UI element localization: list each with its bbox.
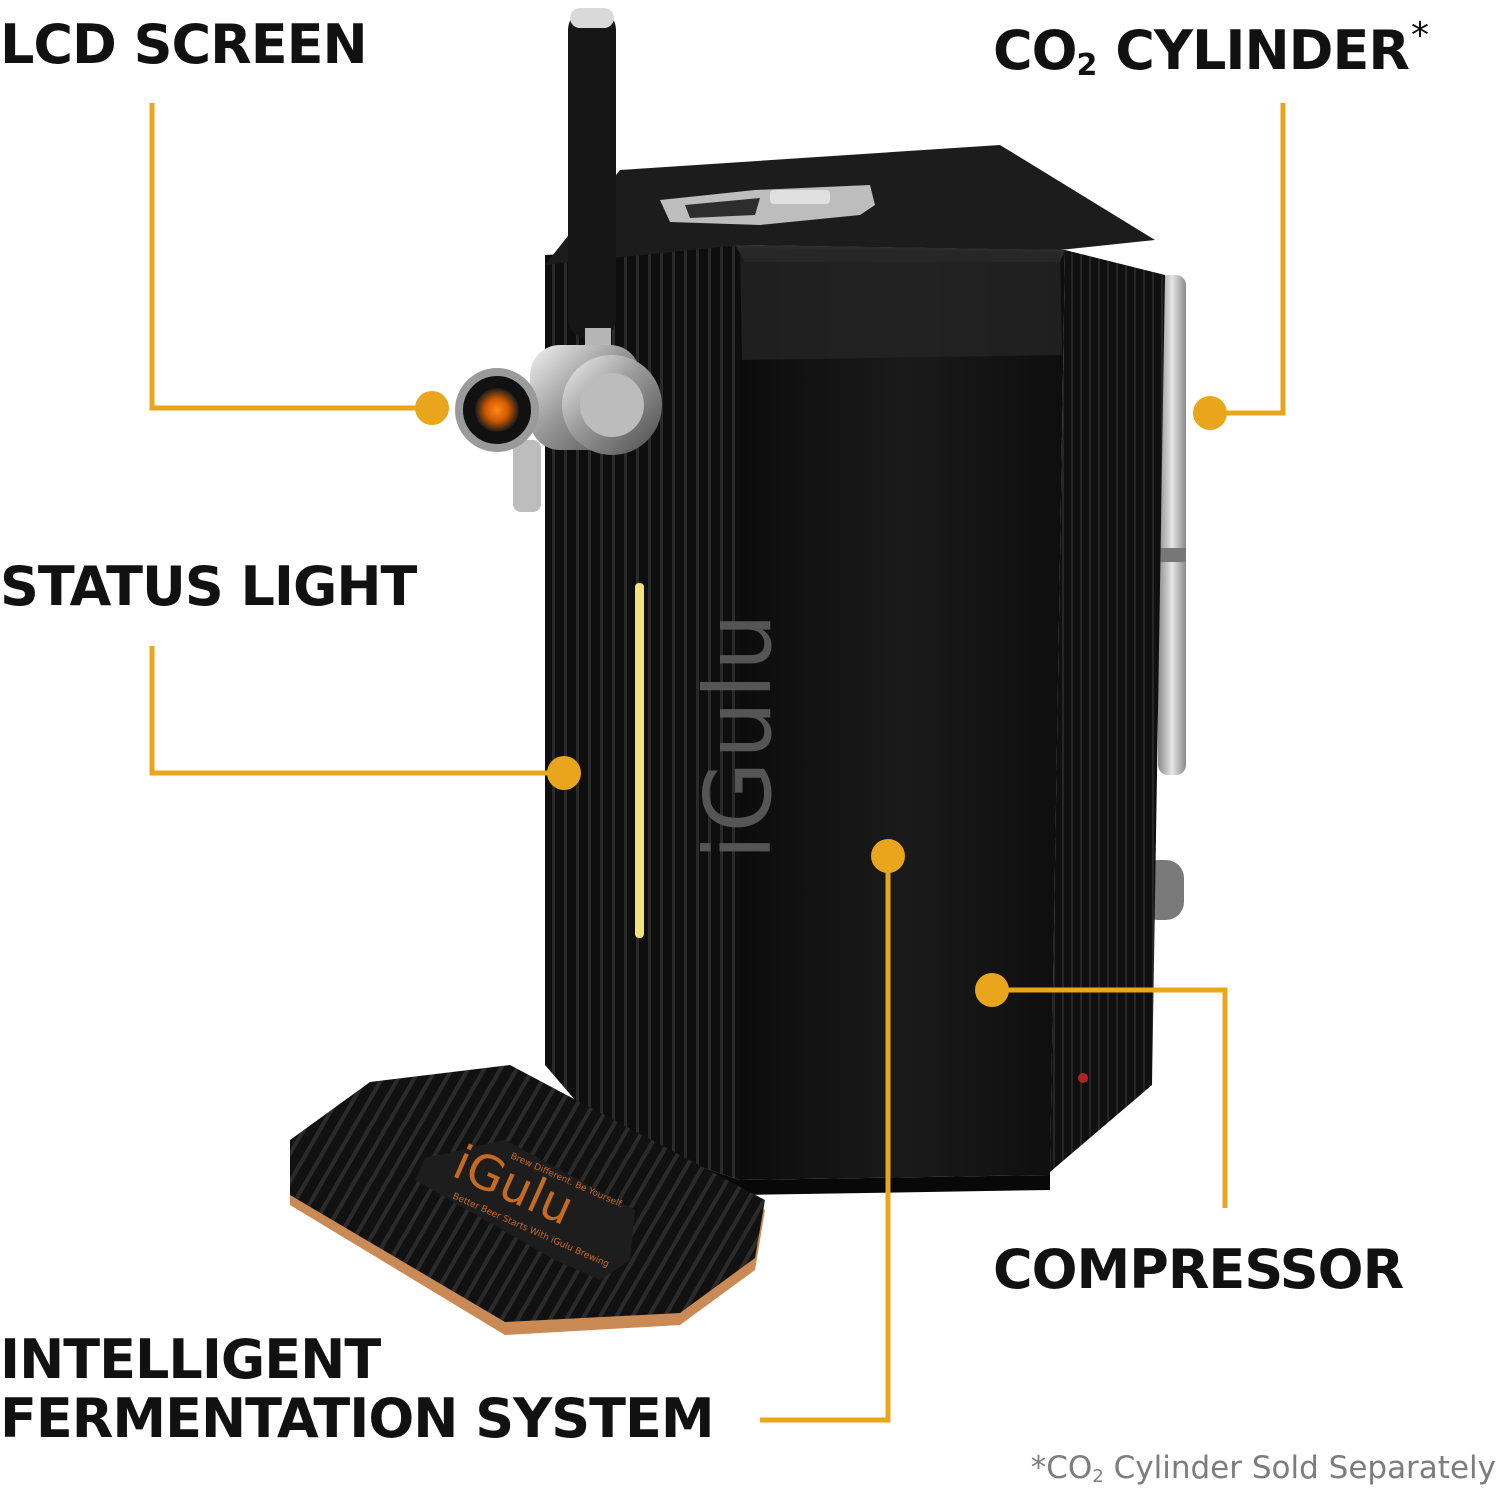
footnote-suffix: Cylinder Sold Separately [1103, 1450, 1496, 1486]
dot-lcd [415, 391, 449, 425]
dot-co2 [1193, 396, 1227, 430]
co2-prefix: CO [993, 19, 1078, 82]
label-lcd-screen: LCD SCREEN [0, 13, 368, 76]
leader-compressor [992, 987, 1228, 1208]
status-light-bar [635, 583, 644, 938]
footnote-co2-sold-separately: *CO2 Cylinder Sold Separately [1031, 1450, 1496, 1487]
fermentation-line-1: INTELLIGENT [0, 1328, 381, 1391]
dot-compressor [975, 973, 1009, 1007]
label-compressor: COMPRESSOR [993, 1238, 1404, 1301]
beer-tap [455, 8, 662, 512]
fermentation-line-2: FERMENTATION SYSTEM [0, 1387, 715, 1451]
label-intelligent-fermentation-system: INTELLIGENT FERMENTATION SYSTEM [0, 1328, 715, 1451]
drip-mat: iGulu Brew Different. Be Yourself. Bette… [290, 1065, 765, 1335]
leader-fermentation [760, 856, 891, 1423]
label-co2-cylinder: CO2 CYLINDER* [993, 15, 1429, 83]
dot-status [547, 756, 581, 790]
co2-asterisk: * [1410, 15, 1429, 56]
leader-lcd [149, 103, 432, 411]
label-status-light: STATUS LIGHT [0, 555, 417, 618]
leader-co2 [1210, 103, 1286, 416]
dot-fermentation [871, 839, 905, 873]
co2-subscript: 2 [1076, 48, 1098, 83]
co2-suffix: CYLINDER [1097, 19, 1410, 82]
footnote-subscript: 2 [1092, 1466, 1104, 1487]
leader-status [149, 646, 564, 776]
footnote-prefix: *CO [1030, 1450, 1093, 1486]
front-logo: iGulu [685, 611, 792, 860]
